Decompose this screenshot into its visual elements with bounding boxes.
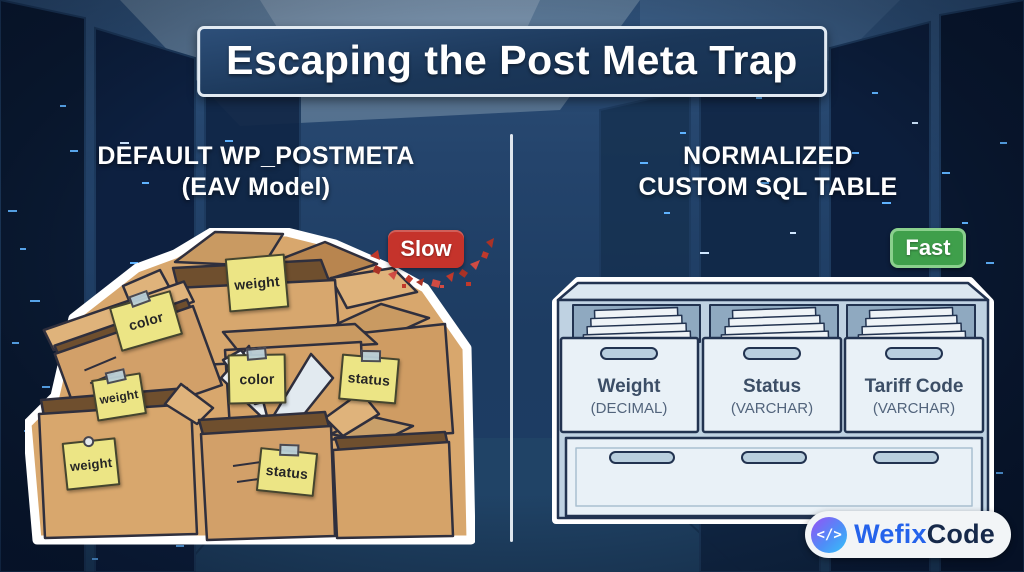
drawer-weight	[559, 336, 700, 434]
note-label: color	[239, 370, 275, 388]
note-label: status	[265, 461, 309, 483]
left-heading: DEFAULT WP_POSTMETA (EAV Model)	[0, 141, 512, 203]
filing-cabinet: Weight (DECIMAL) Status (VARCHAR) Tariff…	[552, 277, 994, 524]
drawer-label-name: Status	[743, 376, 801, 397]
sticky-note: weight	[224, 253, 290, 313]
sticky-note: color	[227, 347, 287, 405]
drawer-handle	[743, 347, 801, 360]
center-divider	[510, 134, 513, 542]
fast-badge: Fast	[890, 228, 966, 268]
note-label: weight	[69, 454, 113, 474]
brand-name: WefixCode	[854, 519, 995, 550]
tape-icon	[246, 347, 268, 361]
drawer-label-name: Tariff Code	[865, 376, 964, 397]
drawer-label-type: (DECIMAL)	[591, 400, 668, 417]
sticky-note: status	[255, 443, 319, 497]
right-heading-line2: CUSTOM SQL TABLE	[638, 173, 898, 201]
note-label: weight	[98, 387, 140, 407]
brand-name-secondary: Code	[926, 519, 995, 549]
sticky-note: weight	[91, 368, 147, 422]
pin-icon	[82, 435, 95, 448]
tape-icon	[279, 443, 300, 457]
bottom-drawer	[564, 436, 984, 518]
drawer-tariff-code	[843, 336, 985, 434]
drawer-handle	[609, 451, 675, 464]
drawer-label-name: Weight	[598, 376, 662, 397]
page-title: Escaping the Post Meta Trap	[197, 26, 827, 97]
drawer-opening	[846, 304, 976, 345]
note-label: status	[347, 369, 391, 389]
drawer-handle	[741, 451, 807, 464]
drawer-handle	[885, 347, 943, 360]
right-heading-line1: NORMALIZED	[683, 142, 853, 170]
slow-badge: Slow	[388, 230, 464, 268]
drawer-label-type: (VARCHAR)	[873, 400, 955, 417]
left-heading-line1: DEFAULT WP_POSTMETA	[97, 142, 415, 170]
cabinet-top	[556, 281, 990, 302]
brand-name-primary: Wefix	[854, 519, 927, 549]
note-label: weight	[233, 273, 281, 293]
code-brackets-icon: </>	[811, 516, 848, 553]
shatter-fragments	[370, 238, 494, 288]
drawer-handle	[873, 451, 939, 464]
sticky-note: weight	[61, 435, 121, 491]
left-heading-line2: (EAV Model)	[181, 173, 331, 201]
tape-icon	[360, 349, 382, 363]
drawer-handle	[600, 347, 658, 360]
brand-logo: </> WefixCode	[805, 511, 1011, 558]
box-bottom-right	[329, 414, 455, 540]
drawer-status	[701, 336, 843, 434]
right-heading: NORMALIZED CUSTOM SQL TABLE	[512, 141, 1024, 203]
drawer-label-type: (VARCHAR)	[731, 400, 813, 417]
sticky-note: status	[338, 349, 400, 405]
note-label: color	[126, 308, 166, 334]
